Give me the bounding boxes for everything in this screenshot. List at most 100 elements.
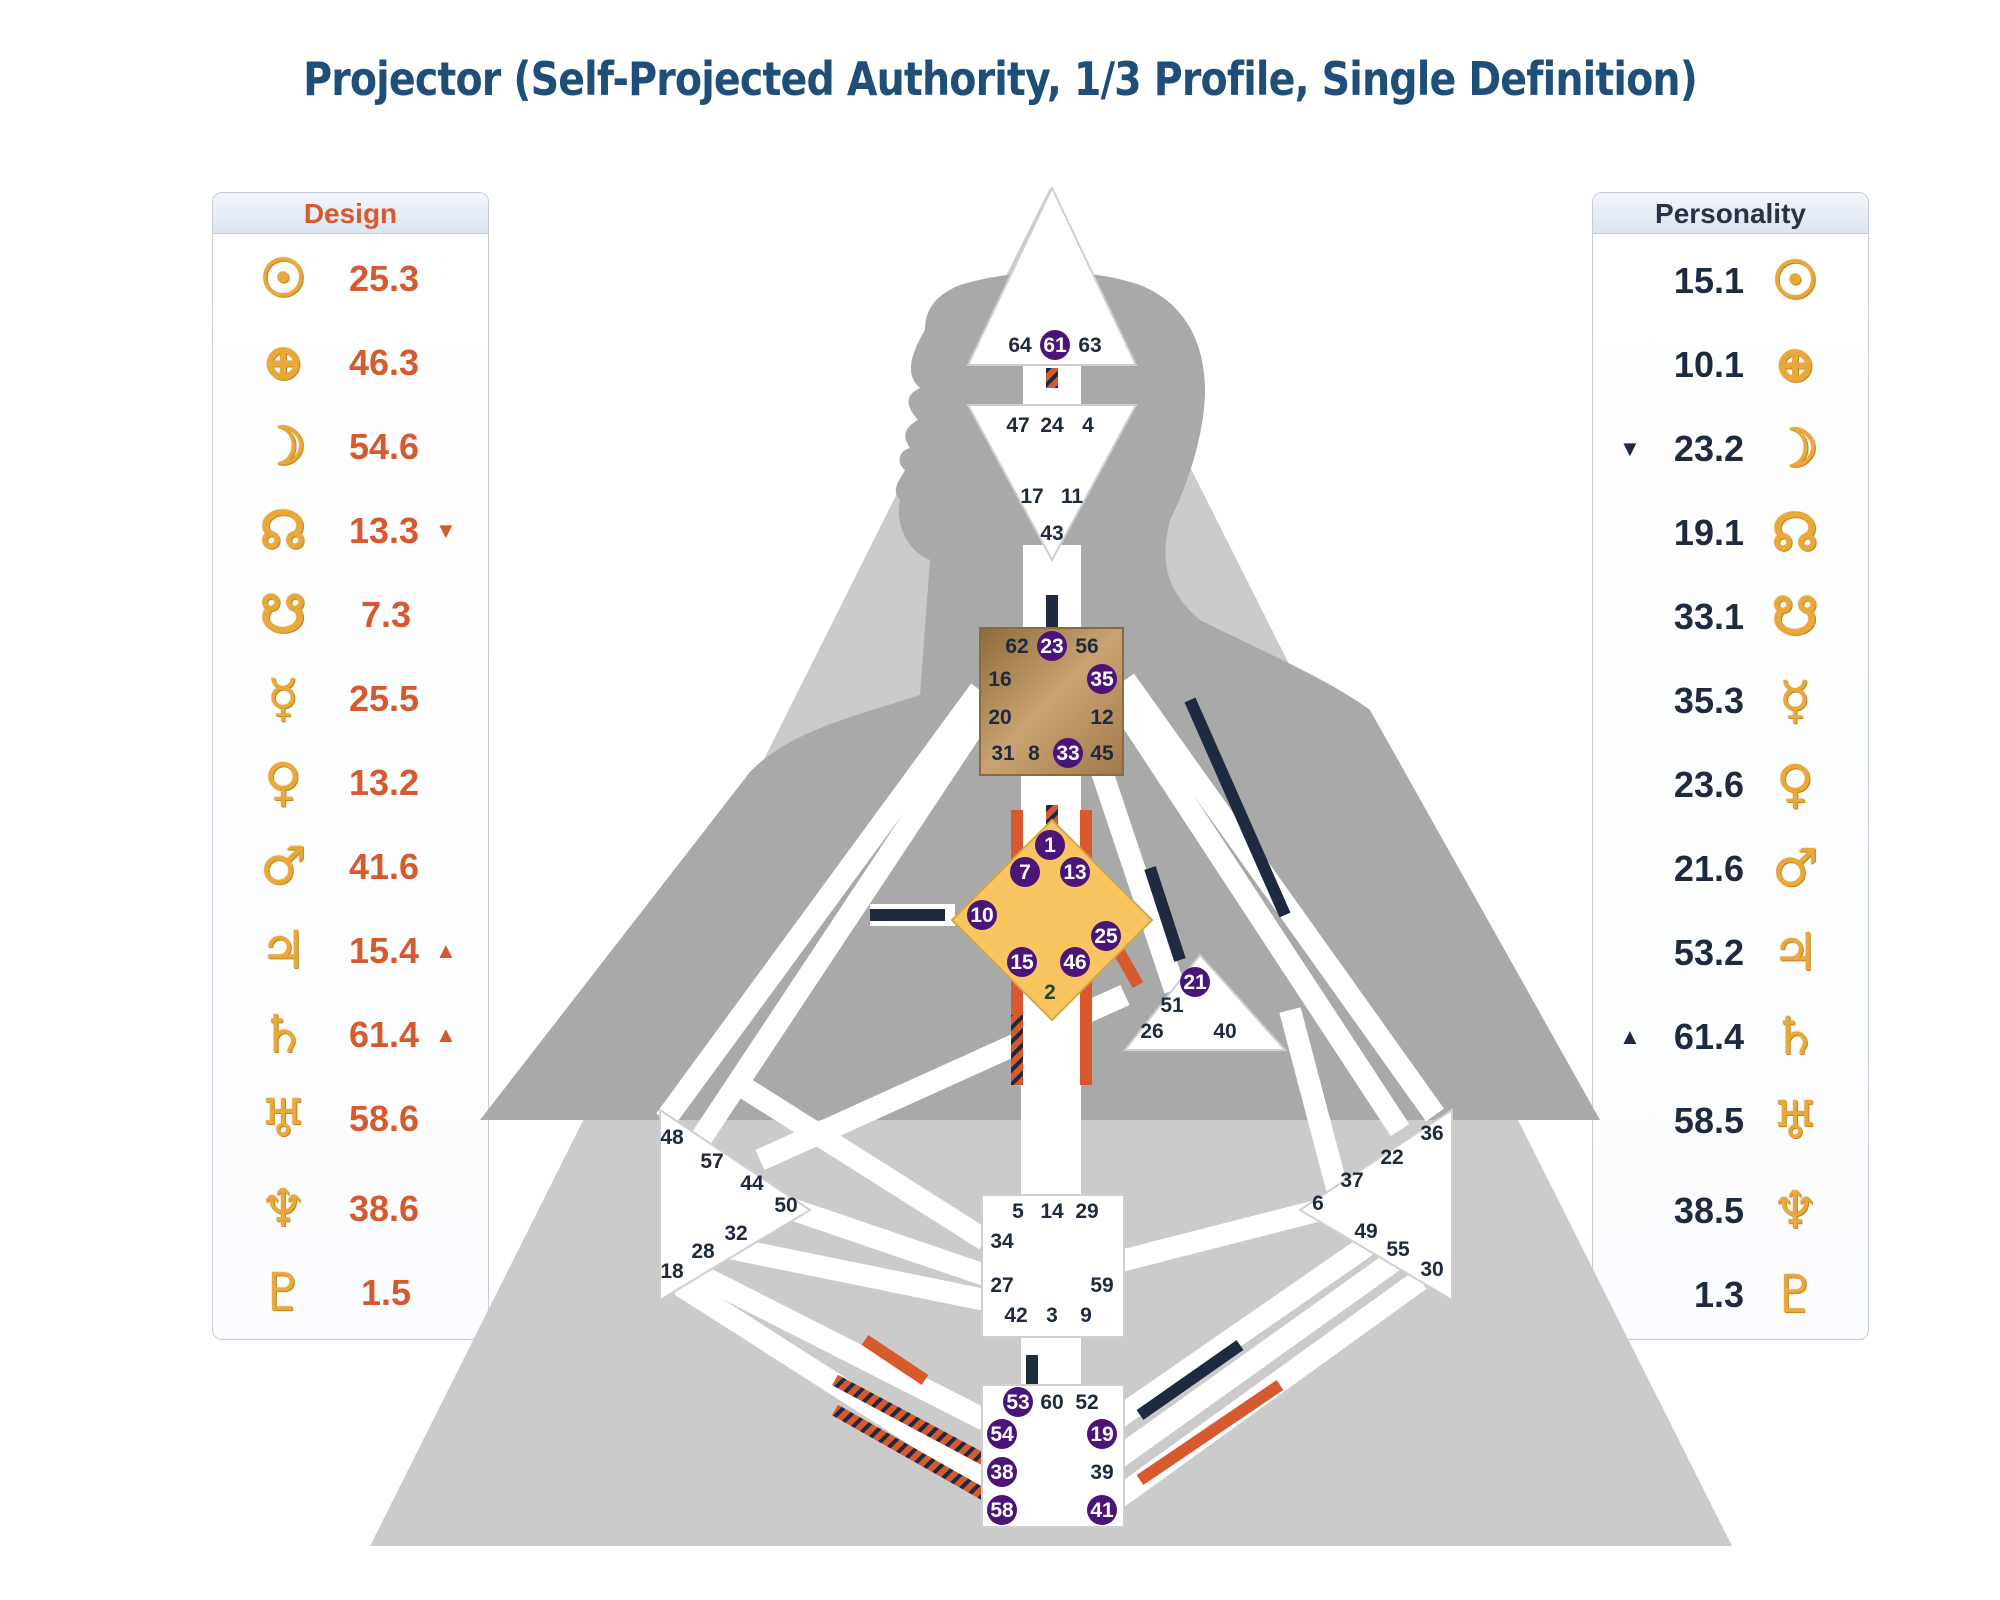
pluto-icon: ♇ — [259, 1262, 307, 1323]
spleen-center — [659, 1108, 812, 1302]
personality-value: 61.4 — [1673, 1016, 1744, 1057]
personality-arrow: ▲ — [1619, 1024, 1641, 1049]
personality-arrow: ▼ — [1619, 436, 1641, 461]
uranus-icon: ♅ — [259, 1088, 307, 1149]
channel-12-22 — [1108, 693, 1410, 1137]
gate-9: 9 — [1080, 1304, 1092, 1327]
gate-21: 21 — [1183, 971, 1207, 994]
gate-46-dot — [1060, 947, 1090, 977]
gate-15-dot — [1007, 947, 1037, 977]
channel-28-38 — [665, 1250, 990, 1430]
design-value: 54.6 — [349, 426, 420, 467]
saturn-icon: ♄ — [259, 1004, 307, 1065]
design-row-venus: ♀13.2 — [213, 753, 488, 813]
design-value: 25.3 — [349, 258, 420, 299]
g-center — [950, 818, 1154, 1022]
gate-42: 42 — [1004, 1304, 1027, 1327]
pluto-icon: ♇ — [1771, 1264, 1819, 1325]
gate-25-dot — [1091, 921, 1121, 951]
personality-row-uranus: 58.5♅ — [1593, 1091, 1868, 1151]
personality-value: 33.1 — [1673, 596, 1744, 637]
design-row-jupiter: ♃15.4▲ — [213, 921, 488, 981]
gate-38: 38 — [990, 1461, 1014, 1484]
gate-19-activation — [1136, 1340, 1244, 1420]
gate-13-dot — [1060, 857, 1090, 887]
personality-row-saturn: ▲61.4♄ — [1593, 1007, 1868, 1067]
jupiter-icon: ♃ — [259, 920, 307, 981]
personality-value: 15.1 — [1673, 260, 1744, 301]
personality-row-north-node: 19.1☊ — [1593, 503, 1868, 563]
design-arrow: ▲ — [435, 938, 457, 963]
design-row-neptune: ♆38.6 — [213, 1179, 488, 1239]
personality-heading: Personality — [1593, 193, 1868, 234]
gate-50: 50 — [774, 1194, 797, 1217]
gate-25-activation — [1112, 947, 1144, 988]
gate-17: 17 — [1020, 485, 1043, 508]
gate-33-dot — [1053, 738, 1083, 768]
gate-54: 54 — [990, 1423, 1014, 1446]
jupiter-icon: ♃ — [1771, 922, 1819, 983]
personality-row-pluto: 1.3♇ — [1593, 1265, 1868, 1325]
design-row-moon: ☽ 54.6 — [213, 417, 488, 477]
gate-47: 47 — [1006, 414, 1029, 437]
earth-icon: ⊕ — [261, 332, 305, 393]
design-value: 7.3 — [361, 594, 412, 635]
ajna-center — [966, 404, 1138, 563]
gate-10-dot — [967, 900, 997, 930]
gate-61-dot — [1040, 330, 1070, 360]
design-arrow: ▲ — [435, 1022, 457, 1047]
gate-55: 55 — [1386, 1238, 1410, 1261]
solar-plexus-center — [1298, 1108, 1453, 1302]
personality-row-sun: 15.1☉ — [1593, 251, 1868, 311]
moon-icon: ☽ — [259, 416, 307, 477]
gate-43: 43 — [1040, 522, 1063, 545]
channel-40-37 — [1279, 1007, 1351, 1203]
gate-23: 23 — [1040, 635, 1063, 658]
gate-32: 32 — [724, 1222, 747, 1245]
gate-41-activation — [1136, 1380, 1284, 1485]
gate-61: 61 — [1043, 334, 1067, 357]
design-row-sun: ☉ 25.3 — [213, 249, 488, 309]
gate-57: 57 — [700, 1150, 723, 1173]
gate-20: 20 — [988, 706, 1011, 729]
neptune-icon: ♆ — [1771, 1180, 1819, 1241]
neptune-icon: ♆ — [259, 1178, 307, 1239]
channel-44-26 — [755, 984, 1130, 1171]
gate-41-dot — [1087, 1495, 1117, 1525]
venus-icon: ♀ — [263, 752, 302, 813]
gate-labels: 64 61 63 47 24 4 17 11 43 62 23 56 16 35… — [660, 330, 1444, 1525]
gate-34: 34 — [990, 1230, 1014, 1253]
gate-58-dot — [987, 1495, 1017, 1525]
gate-22: 22 — [1380, 1146, 1403, 1169]
sun-icon: ☉ — [259, 248, 307, 309]
south-node-icon: ☋ — [1771, 586, 1819, 647]
personality-panel: Personality 15.1☉ 10.1⊕ ▼23.2☽ 19.1☊ 33.… — [1592, 192, 1869, 1340]
earth-icon: ⊕ — [1773, 334, 1817, 395]
mercury-icon: ☿ — [1779, 670, 1811, 731]
north-node-icon: ☊ — [1771, 502, 1819, 563]
gate-38-dot — [987, 1457, 1017, 1487]
sacral-center — [981, 1194, 1125, 1338]
gate-33: 33 — [1056, 742, 1079, 765]
gate-16: 16 — [988, 668, 1011, 691]
gate-54-dot — [987, 1419, 1017, 1449]
channel-16-48 — [656, 683, 989, 1127]
gate-58-activation — [832, 1404, 988, 1501]
design-value: 46.3 — [349, 342, 420, 383]
personality-row-mercury: 35.3☿ — [1593, 671, 1868, 731]
design-arrow: ▼ — [435, 518, 457, 543]
gate-35-activation — [1184, 697, 1291, 918]
gate-15: 15 — [1010, 951, 1034, 974]
design-row-uranus: ♅58.6 — [213, 1089, 488, 1149]
design-row-pluto: ♇1.5 — [213, 1263, 488, 1323]
head-center — [966, 185, 1138, 366]
personality-row-neptune: 38.5♆ — [1593, 1181, 1868, 1241]
gate-31: 31 — [991, 742, 1015, 765]
gate-28: 28 — [691, 1240, 715, 1263]
gate-38-activation — [832, 1374, 988, 1466]
design-row-south-node: ☋ 7.3 — [213, 585, 488, 645]
gate-6: 6 — [1312, 1192, 1324, 1215]
south-node-icon: ☋ — [259, 584, 307, 645]
gate-52: 52 — [1075, 1391, 1098, 1414]
design-heading: Design — [213, 193, 488, 234]
